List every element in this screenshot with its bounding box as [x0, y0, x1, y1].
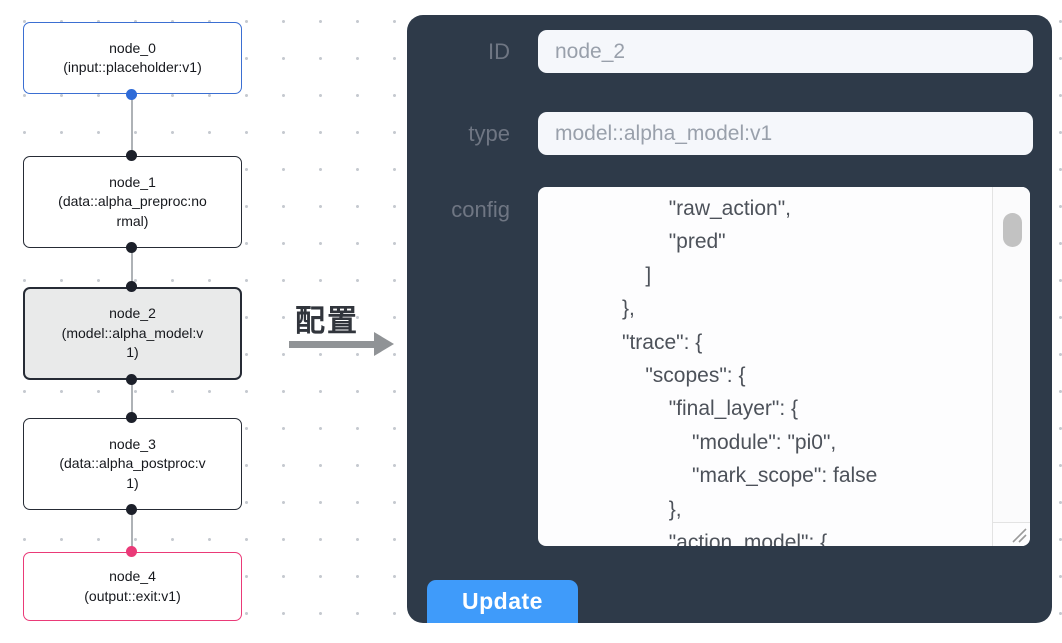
- node-title: node_2: [109, 305, 156, 322]
- port-node_1-out-icon[interactable]: [126, 242, 137, 253]
- node-title: node_0: [109, 39, 156, 56]
- graph-node-node_3[interactable]: node_3 (data::alpha_postproc:v1): [23, 418, 242, 510]
- port-node_4-in-icon[interactable]: [126, 546, 137, 557]
- right-arrow-icon: [289, 341, 374, 348]
- node-type-label: (output::exit:v1): [84, 587, 181, 604]
- edge-node2-node3: [131, 380, 133, 418]
- port-node_1-in-icon[interactable]: [126, 150, 137, 161]
- port-node_3-in-icon[interactable]: [126, 412, 137, 423]
- node-type-label: (data::alpha_postproc:v1): [59, 455, 206, 491]
- id-field-label: ID: [488, 39, 510, 64]
- node-title: node_1: [109, 173, 156, 190]
- resize-grip-icon[interactable]: [1011, 527, 1028, 544]
- edge-node0-node1: [131, 94, 133, 156]
- config-json-text: "raw_action", "pred" ] }, "trace": { "sc…: [622, 197, 878, 546]
- right-arrow-head-icon: [374, 332, 394, 356]
- node-title: node_3: [109, 435, 156, 452]
- node-type-label: (input::placeholder:v1): [63, 59, 202, 75]
- config-scrollbar-thumb[interactable]: [1003, 213, 1022, 247]
- config-panel: ID node_2 type model::alpha_model:v1 con…: [407, 15, 1052, 623]
- graph-node-node_2-selected[interactable]: node_2 (model::alpha_model:v1): [23, 287, 242, 380]
- config-scrollbar-track[interactable]: [992, 187, 1030, 522]
- config-field-label: config: [451, 197, 510, 222]
- port-node_0-out-icon[interactable]: [126, 89, 137, 100]
- port-node_3-out-icon[interactable]: [126, 504, 137, 515]
- id-input[interactable]: node_2: [538, 30, 1033, 73]
- graph-node-node_1[interactable]: node_1 (data::alpha_preproc:normal): [23, 156, 242, 248]
- type-input[interactable]: model::alpha_model:v1: [538, 112, 1033, 155]
- transition-label: 配置: [295, 305, 359, 338]
- graph-node-node_0[interactable]: node_0 (input::placeholder:v1): [23, 22, 242, 94]
- node-type-label: (data::alpha_preproc:normal): [58, 193, 207, 229]
- graph-node-node_4[interactable]: node_4 (output::exit:v1): [23, 552, 242, 621]
- node-title: node_4: [109, 568, 156, 584]
- edge-node1-node2: [131, 248, 133, 287]
- scrollbar-corner: [992, 522, 1030, 546]
- edge-node3-node4: [131, 510, 133, 552]
- type-field-label: type: [468, 121, 510, 146]
- port-node_2-out-icon[interactable]: [126, 374, 137, 385]
- config-textarea[interactable]: "raw_action", "pred" ] }, "trace": { "sc…: [538, 187, 1030, 546]
- port-node_2-in-icon[interactable]: [126, 281, 137, 292]
- node-type-label: (model::alpha_model:v1): [61, 324, 204, 361]
- update-button[interactable]: Update: [427, 580, 578, 623]
